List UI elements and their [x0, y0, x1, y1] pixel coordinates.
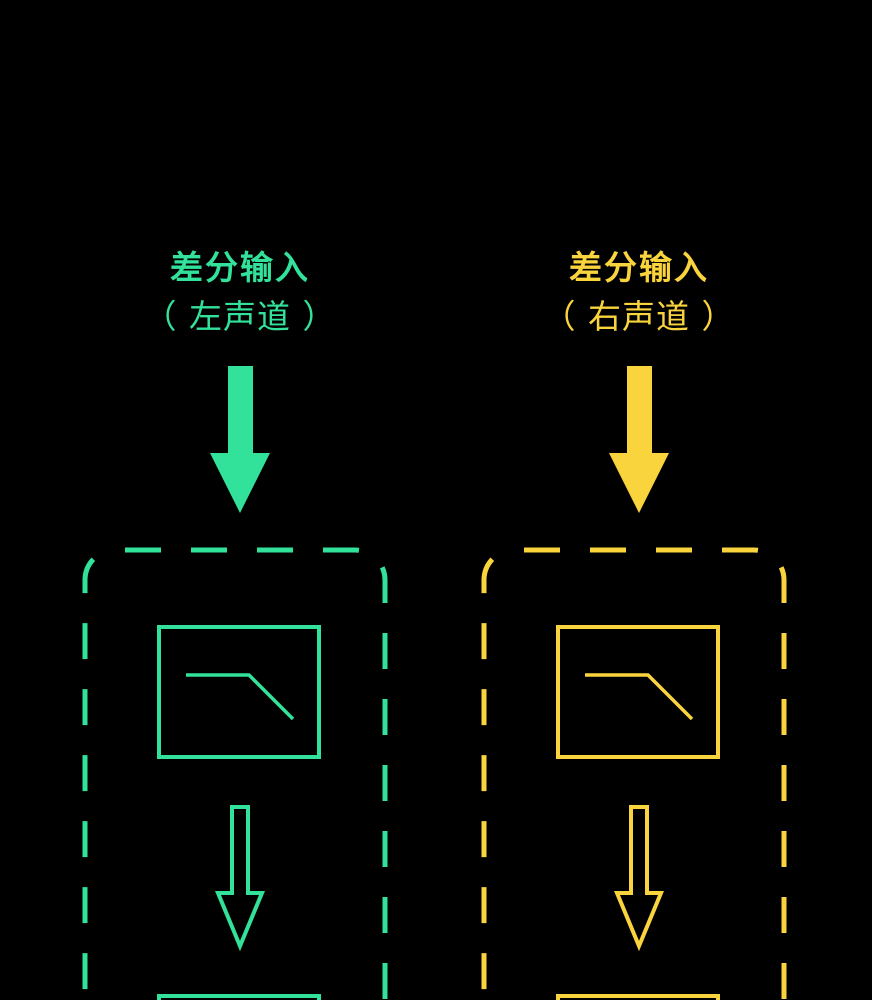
left-connector-arrow-icon	[215, 805, 265, 952]
right-input-arrow-icon	[609, 366, 669, 513]
left-channel-title: 差分输入	[170, 248, 310, 287]
left-channel	[82, 366, 388, 1000]
left-low-pass-filter-icon	[157, 625, 321, 759]
right-next-block	[556, 994, 720, 1000]
left-next-block	[157, 994, 321, 1000]
right-channel-title: 差分输入	[569, 248, 709, 287]
right-low-pass-filter-icon	[556, 625, 720, 759]
right-channel	[481, 366, 787, 1000]
left-input-arrow-icon	[210, 366, 270, 513]
right-connector-arrow-icon	[614, 805, 664, 952]
right-channel-subtitle: （ 右声道 ）	[542, 297, 736, 336]
left-channel-subtitle: （ 左声道 ）	[143, 297, 337, 336]
